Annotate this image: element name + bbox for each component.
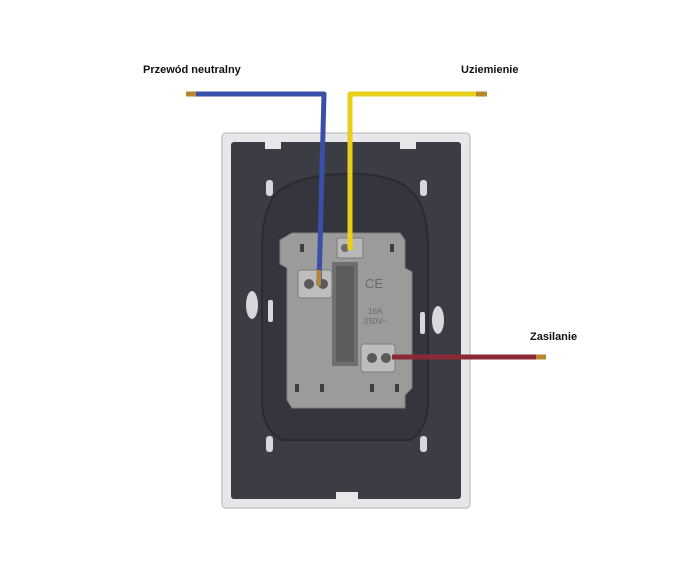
ce-mark: CE [365, 276, 383, 291]
ground-wire [347, 91, 486, 250]
slot-bottom-left [266, 436, 273, 452]
top-notch-right [400, 142, 416, 149]
clip-left [268, 300, 273, 322]
supply-wire-label: Zasilanie [530, 331, 578, 343]
live-screw-2 [381, 353, 391, 363]
clip-right [420, 312, 425, 334]
neutral-screw-1 [304, 279, 314, 289]
neutral-wire [186, 91, 327, 286]
slot-bottom-right [420, 436, 427, 452]
rating-volt: 250V~ [364, 317, 388, 326]
bottom-notch [336, 492, 358, 499]
neutral-terminal [297, 269, 333, 299]
slot-top-left [266, 180, 273, 196]
module-cavity-inner [336, 266, 354, 362]
neutral-wire-label: Przewód neutralny [143, 64, 241, 76]
slot-top-right [420, 180, 427, 196]
mount-left [246, 291, 258, 319]
mount-right [432, 306, 444, 334]
rating-amp: 16A [368, 307, 383, 316]
ground-wire-label: Uziemienie [461, 64, 519, 76]
top-notch-left [265, 142, 281, 149]
module-vents [295, 244, 399, 392]
live-screw-1 [367, 353, 377, 363]
earth-screw [341, 244, 349, 252]
